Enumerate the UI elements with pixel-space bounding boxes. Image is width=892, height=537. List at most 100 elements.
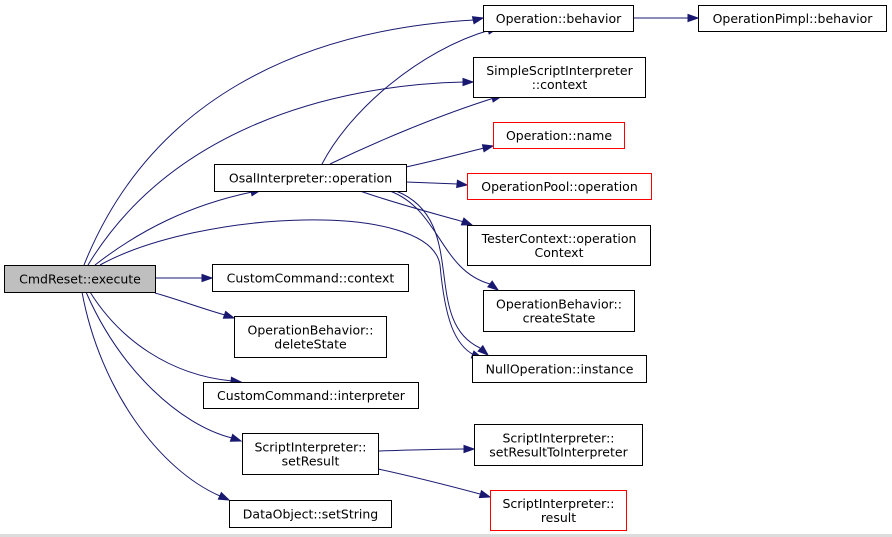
arrowhead (460, 217, 474, 226)
edge-cmdreset-execute-to-operation-behavior (83, 16, 485, 266)
node-label: OperationBehavior:: (496, 297, 622, 312)
edge-cmdreset-execute-to-operationbehavior-deletestate (154, 292, 236, 319)
node-scriptinterpreter-setresulttointerpreter[interactable]: ScriptInterpreter::setResultToInterprete… (474, 424, 643, 466)
node-label: TesterContext::operation (481, 231, 637, 246)
node-box[interactable] (214, 164, 407, 192)
node-operationpool-operation[interactable]: OperationPool::operation (467, 173, 652, 200)
node-label: setResultToInterpreter (489, 445, 628, 460)
node-cmdreset-execute[interactable]: CmdReset::execute (4, 265, 156, 293)
arrowhead (481, 144, 495, 153)
arrowhead (229, 433, 243, 442)
node-box[interactable] (490, 490, 627, 531)
arrowhead (687, 13, 700, 23)
node-label: OperationPimpl::behavior (713, 11, 874, 26)
edge-line (377, 448, 465, 452)
edge-scriptinterpreter-setresult-to-scriptinterpreter-result (377, 468, 492, 499)
edge-cmdreset-execute-to-customcommand-context (155, 273, 214, 283)
node-customcommand-context[interactable]: CustomCommand::context (212, 264, 409, 292)
node-label: createState (523, 311, 596, 326)
arrowhead (478, 489, 492, 499)
node-label: setResult (282, 454, 340, 469)
arrowhead (471, 16, 485, 25)
node-label: Operation::behavior (496, 11, 622, 26)
arrowhead (462, 77, 475, 87)
node-label: OperationPool::operation (481, 179, 638, 194)
node-label: ScriptInterpreter:: (254, 440, 366, 455)
node-label: ScriptInterpreter:: (502, 431, 614, 446)
node-label: SimpleScriptInterpreter (486, 63, 633, 78)
edge-line (405, 147, 485, 168)
edge-line (99, 219, 475, 356)
arrowhead (477, 344, 490, 356)
node-box[interactable] (203, 382, 419, 409)
edge-line (329, 97, 495, 165)
node-label: CmdReset::execute (19, 272, 141, 287)
edge-osalinterpreter-operation-to-nulloperation-instance (395, 190, 490, 356)
edge-line (359, 190, 465, 223)
node-label: DataObject::setString (243, 507, 378, 522)
bottom-divider (0, 534, 892, 537)
node-box[interactable] (4, 265, 156, 293)
arrowhead (201, 273, 214, 283)
node-box[interactable] (467, 173, 652, 200)
edge-osalinterpreter-operation-to-simplescriptinterpreter-context (329, 94, 504, 165)
node-label: deleteState (274, 337, 347, 352)
node-box[interactable] (472, 355, 647, 383)
node-box[interactable] (212, 264, 409, 292)
node-simplescriptinterpreter-context[interactable]: SimpleScriptInterpreter::context (473, 57, 646, 98)
node-scriptinterpreter-result[interactable]: ScriptInterpreter::result (490, 490, 627, 531)
edge-line (377, 468, 481, 495)
edge-line (85, 291, 233, 439)
node-osalinterpreter-operation[interactable]: OsalInterpreter::operation (214, 164, 407, 192)
node-box[interactable] (483, 5, 634, 32)
node-box[interactable] (473, 57, 646, 98)
node-label: NullOperation::instance (486, 362, 634, 377)
node-operation-behavior[interactable]: Operation::behavior (483, 5, 634, 32)
node-label: OperationBehavior:: (248, 323, 374, 338)
edge-cmdreset-execute-to-simplescriptinterpreter-context (87, 77, 475, 266)
edge-scriptinterpreter-setresult-to-scriptinterpreter-setresulttointerpreter (377, 444, 476, 454)
node-box[interactable] (698, 5, 887, 32)
node-nulloperation-instance[interactable]: NullOperation::instance (472, 355, 647, 383)
edges-layer (81, 13, 700, 501)
arrowhead (217, 491, 231, 501)
node-box[interactable] (229, 500, 392, 528)
node-box[interactable] (234, 316, 387, 358)
arrowhead (222, 310, 236, 319)
edge-cmdreset-execute-to-osalinterpreter-operation (94, 188, 263, 266)
edge-line (154, 292, 226, 316)
node-label: Operation::name (506, 128, 612, 143)
node-dataobject-setstring[interactable]: DataObject::setString (229, 500, 392, 528)
node-box[interactable] (474, 424, 643, 466)
node-operation-name[interactable]: Operation::name (493, 122, 625, 149)
edge-line (87, 81, 465, 266)
edge-line (83, 19, 475, 266)
node-operationbehavior-deletestate[interactable]: OperationBehavior::deleteState (234, 316, 387, 358)
edge-operation-behavior-to-operationpimpl-behavior (633, 13, 700, 23)
node-operationpimpl-behavior[interactable]: OperationPimpl::behavior (698, 5, 887, 32)
node-label: CustomCommand::context (227, 271, 395, 286)
node-box[interactable] (483, 290, 635, 332)
node-box[interactable] (242, 433, 379, 475)
node-scriptinterpreter-setresult[interactable]: ScriptInterpreter::setResult (242, 433, 379, 475)
node-label: result (541, 510, 576, 525)
node-label: CustomCommand::interpreter (217, 388, 406, 403)
edge-osalinterpreter-operation-to-operationpool-operation (405, 179, 469, 189)
arrowhead (456, 179, 469, 189)
arrowhead (463, 444, 476, 454)
edge-line (321, 29, 491, 165)
node-box[interactable] (467, 225, 651, 266)
node-customcommand-interpreter[interactable]: CustomCommand::interpreter (203, 382, 419, 409)
node-box[interactable] (493, 122, 625, 149)
edge-line (94, 191, 253, 266)
node-operationbehavior-createstate[interactable]: OperationBehavior::createState (483, 290, 635, 332)
edge-osalinterpreter-operation-to-operation-name (405, 144, 495, 168)
edge-cmdreset-execute-to-scriptinterpreter-setresult (85, 291, 243, 442)
arrowhead (487, 280, 500, 291)
node-label: ScriptInterpreter:: (502, 496, 614, 511)
edge-cmdreset-execute-to-customcommand-interpreter (89, 291, 243, 386)
edge-line (389, 190, 491, 285)
